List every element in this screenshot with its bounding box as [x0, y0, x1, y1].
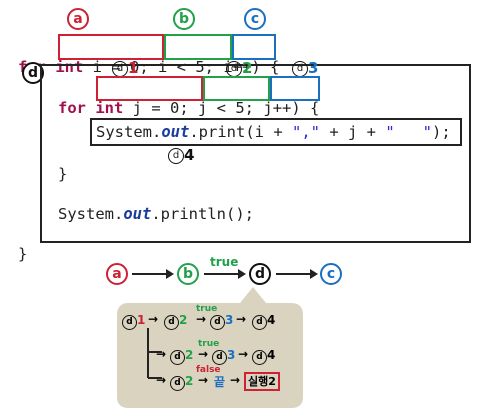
inner-init: int j = 0;: [95, 99, 189, 117]
outer-inc-box: [232, 34, 276, 60]
inner-close-brace: }: [58, 165, 68, 183]
r1-d3-circle: d: [210, 315, 225, 330]
inner-cond-box: [203, 76, 270, 101]
inner-brace: {: [310, 99, 320, 117]
out-field-2: out: [123, 205, 152, 223]
outer-body-box: [40, 64, 471, 243]
r2-d2-circle: d: [170, 350, 185, 365]
print-statement-box: [90, 118, 462, 146]
flow-arrow-3: [276, 269, 318, 279]
r1-d4-circle: d: [252, 315, 267, 330]
flow-true-label: true: [210, 255, 239, 269]
inner-for-line: for int j = 0; j < 5; j++) {: [58, 78, 319, 118]
marker-d: d: [22, 62, 44, 84]
marker-b: b: [173, 8, 195, 30]
inner-cond: j < 5;: [198, 99, 255, 117]
out-field: out: [161, 123, 190, 141]
println-statement: System.out.println();: [58, 205, 254, 223]
outer-close-brace: }: [18, 245, 28, 263]
flow-c: c: [320, 263, 342, 285]
inner-inc: j++): [263, 99, 301, 117]
flow-arrow-1: [132, 269, 174, 279]
flow-a: a: [106, 263, 128, 285]
d4-circle: d: [168, 148, 184, 164]
r1-d2-circle: d: [164, 315, 179, 330]
d3-circle: d: [292, 61, 308, 77]
loop-back-lines: [147, 328, 162, 379]
end-label: 끝: [214, 375, 226, 389]
exec2-box: 실행2: [244, 372, 280, 391]
flow-arrow-2: [204, 269, 246, 279]
outer-brace: {: [270, 58, 280, 76]
marker-a: a: [67, 8, 89, 30]
outer-cond-box: [164, 34, 232, 60]
outer-init-box: [58, 34, 164, 60]
r2-d3-circle: d: [212, 350, 227, 365]
r1-d1-circle: d: [122, 315, 137, 330]
inner-inc-box: [270, 76, 320, 101]
flow-d: d: [249, 263, 271, 285]
print-statement: System.out.print(i + "," + j + " ");: [96, 123, 451, 141]
r2-d4-circle: d: [252, 350, 267, 365]
d1-circle: d: [112, 61, 128, 77]
flow-b: b: [177, 263, 199, 285]
d2-circle: d: [226, 61, 242, 77]
r3-d2-circle: d: [170, 376, 185, 391]
inner-for-keyword: for: [58, 99, 86, 117]
marker-c: c: [244, 8, 266, 30]
inner-init-box: [96, 76, 203, 101]
outer-cond: i < 5;: [158, 58, 215, 76]
